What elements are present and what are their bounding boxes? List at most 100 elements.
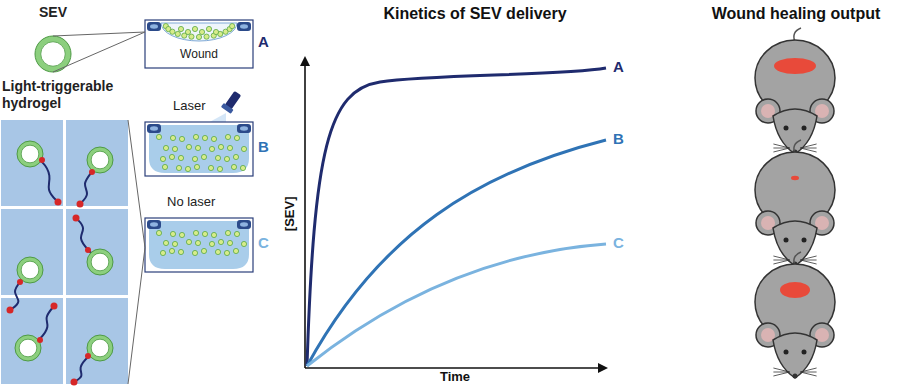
sev-dot: [193, 134, 198, 139]
sev-vesicle: [87, 147, 113, 173]
node-label: SEV: [23, 4, 83, 21]
skin-layer: [147, 124, 161, 133]
mouse-whisker: [800, 372, 816, 376]
hydrogel-cell: [1, 298, 63, 384]
sev-dot: [172, 146, 177, 151]
mouse-whisker: [800, 368, 816, 372]
mouse-whisker: [800, 148, 816, 152]
mouse-eye: [784, 350, 789, 355]
mouse-nose: [793, 374, 798, 379]
kinetics-chart: [300, 56, 608, 373]
skin-cell: [240, 24, 248, 28]
photocleavable-group: [39, 157, 45, 163]
sev-dot: [186, 239, 191, 244]
panel-title: Wound healing output: [680, 4, 912, 23]
sev-dot: [202, 231, 207, 236]
sev-dot: [170, 231, 175, 236]
hydrogel-fill: [149, 125, 249, 173]
mouse-head: [773, 333, 817, 378]
photocleavable-group: [55, 199, 62, 206]
mouse-icon: [755, 252, 835, 379]
sev-dot: [208, 165, 213, 170]
curve-label: B: [613, 130, 633, 148]
sev-dot: [192, 156, 197, 161]
sev-lumen: [21, 145, 39, 163]
photocleavable-group: [77, 201, 84, 208]
mouse-whisker: [773, 260, 789, 264]
sev-dot: [160, 156, 165, 161]
sev-dot: [215, 155, 220, 160]
axis-title: [SEV]: [282, 184, 298, 244]
zoom-line: [53, 32, 145, 72]
sev-vesicle: [17, 257, 43, 283]
skin-layer: [237, 124, 251, 133]
mouse-eye: [784, 238, 789, 243]
mouse-icon: [755, 140, 835, 267]
photocleavable-group: [89, 169, 95, 175]
sev-dot: [162, 164, 167, 169]
sev-vesicle: [87, 335, 113, 361]
mouse-whisker: [773, 256, 789, 260]
sev-dot: [189, 34, 194, 39]
panel-letter: C: [258, 234, 278, 252]
mouse-whisker: [773, 372, 789, 376]
sev-dot: [225, 230, 230, 235]
sev-dot: [202, 135, 207, 140]
sev-dot: [227, 145, 232, 150]
sev-vesicle: [15, 335, 41, 361]
skin-wound: [791, 176, 799, 180]
sev-lumen: [91, 253, 109, 271]
sev-lumen: [91, 151, 109, 169]
sev-dot: [201, 154, 206, 159]
node-label: Wound: [167, 47, 231, 61]
sev-dot: [218, 144, 223, 149]
photocleavable-group: [85, 353, 91, 359]
sev-dot: [231, 164, 236, 169]
sev-dot: [178, 249, 183, 254]
node-label: No laser: [167, 194, 237, 210]
wound-panel: LaserB: [145, 122, 253, 176]
mouse-whisker: [800, 144, 816, 148]
sev-vesicle: [87, 249, 113, 275]
node-label: Laser: [173, 98, 217, 114]
sev-dot: [192, 26, 197, 31]
mouse-whisker: [800, 256, 816, 260]
skin-layer: [147, 220, 161, 229]
sev-dot: [179, 232, 184, 237]
zoom-line: [128, 248, 145, 384]
sev-dot: [195, 145, 200, 150]
sev-lumen: [41, 42, 65, 66]
photocleavable-group: [73, 215, 80, 222]
sev-dot: [201, 248, 206, 253]
mouse-icon: [755, 28, 835, 155]
sev-dot: [185, 29, 190, 34]
panel-title: Kinetics of SEV delivery: [340, 4, 610, 23]
sev-lumen: [21, 261, 39, 279]
wound-section: [145, 218, 253, 272]
sev-dot: [234, 231, 239, 236]
wound-panel: WoundA: [145, 20, 253, 68]
axis-title: Time: [425, 369, 485, 385]
sev-dot: [169, 154, 174, 159]
y-axis: [304, 64, 306, 368]
release-curve: [307, 140, 606, 366]
skin-wound: [774, 58, 816, 74]
sev-dot: [160, 250, 165, 255]
wound-section: [145, 122, 253, 176]
sev-dot: [209, 146, 214, 151]
mouse-whisker: [800, 260, 816, 264]
sev-dot: [213, 29, 218, 34]
mouse-head: [773, 221, 817, 266]
sev-dot: [186, 144, 191, 149]
hydrogel-cell: [1, 120, 63, 206]
skin-wound: [780, 282, 810, 298]
sev-dot: [193, 230, 198, 235]
sev-dot: [234, 135, 239, 140]
skin-cell: [240, 126, 248, 130]
laser-head: [221, 103, 234, 114]
sev-dot: [192, 250, 197, 255]
photocleavable-group: [51, 303, 58, 310]
zoom-line: [128, 120, 145, 248]
